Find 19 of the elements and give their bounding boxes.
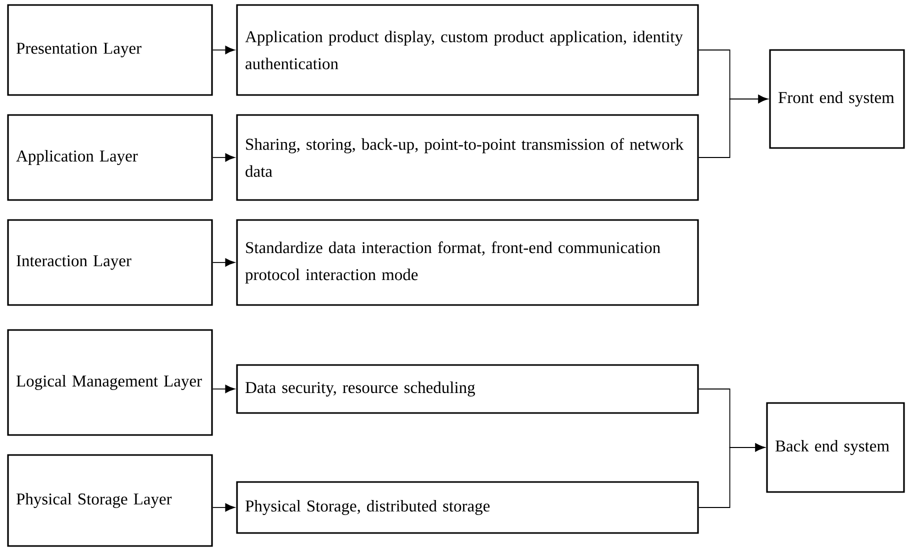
layer-box: Presentation Layer	[7, 4, 213, 96]
system-box: Back end system	[766, 402, 905, 493]
arrow	[212, 46, 235, 54]
description-box: Data security, resource scheduling	[236, 364, 699, 414]
arrow	[212, 503, 235, 512]
layer-box: Interaction Layer	[7, 219, 213, 306]
layer-box: Application Layer	[7, 114, 213, 201]
description-box: Physical Storage, distributed storage	[236, 481, 699, 534]
system-box: Front end system	[769, 49, 905, 149]
description-box: Standardize data interaction format, front-end communication protocol interaction mode	[236, 219, 699, 306]
arrow	[698, 94, 768, 158]
arrow	[212, 384, 235, 394]
layer-box: Physical Storage Layer	[7, 454, 213, 547]
arrow	[698, 443, 765, 508]
description-box: Sharing, storing, back-up, point-to-point transmission of network data	[236, 114, 699, 201]
arrow	[212, 153, 235, 162]
description-box: Application product display, custom product application, identity authentication	[236, 4, 699, 96]
arrow	[212, 258, 235, 267]
layer-box: Logical Management Layer	[7, 329, 213, 436]
